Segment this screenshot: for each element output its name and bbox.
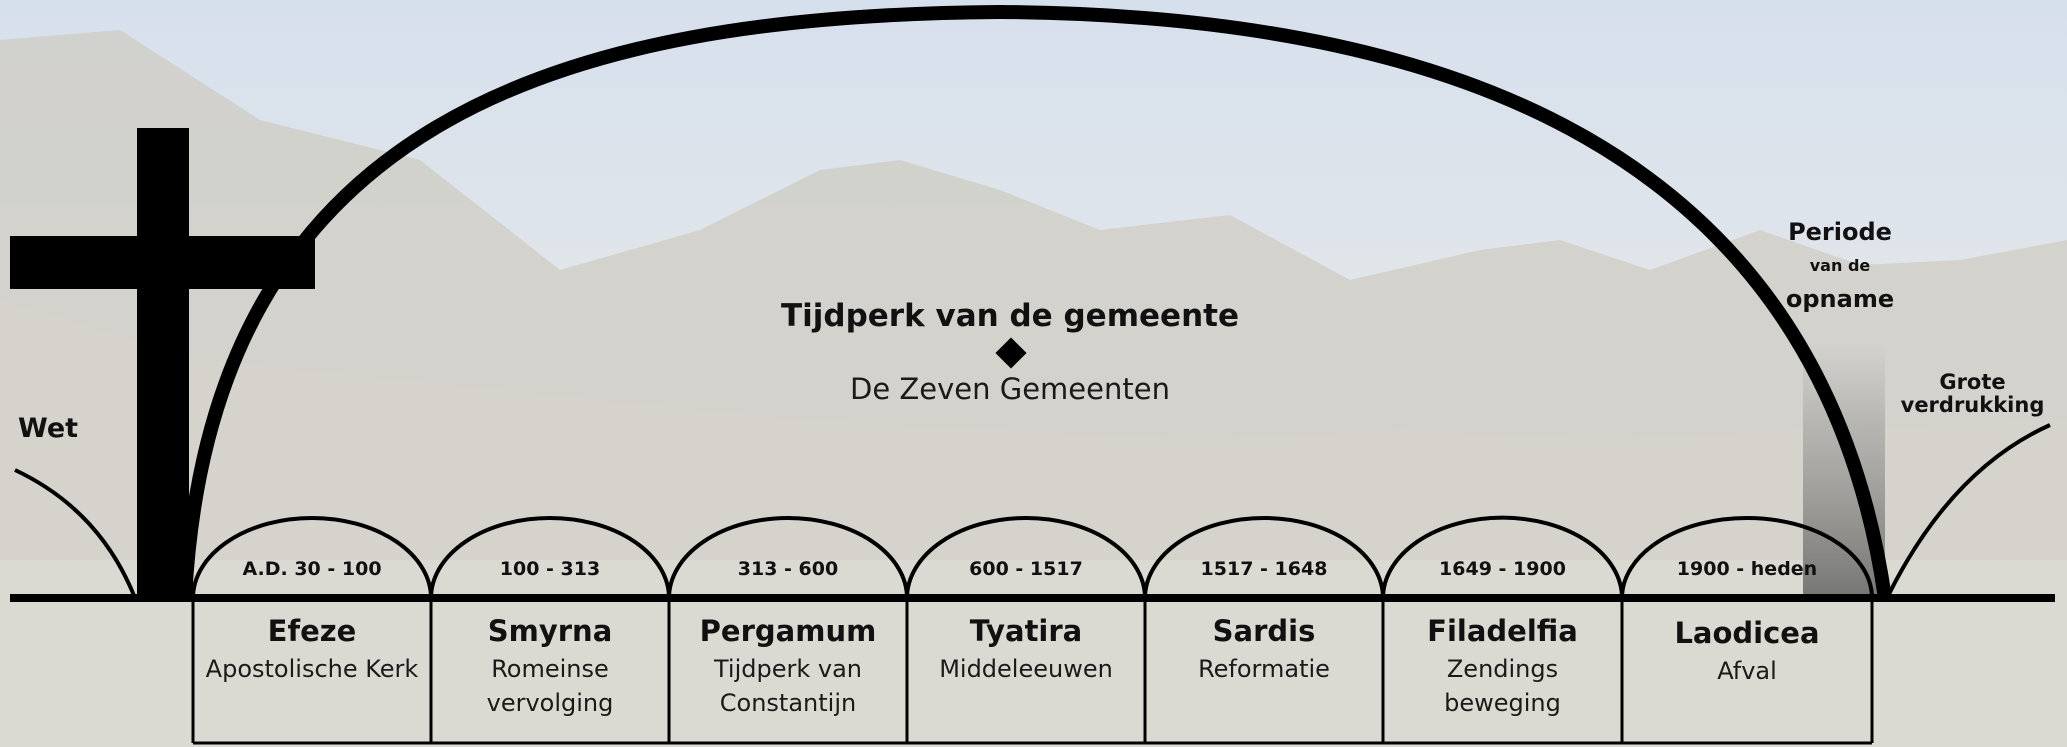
church-name: Pergamum: [699, 614, 877, 648]
period-date-sardis: 1517 - 1648: [1200, 558, 1328, 580]
tribulation-label-2: verdrukking: [1900, 393, 2045, 417]
period-arch: [667, 516, 909, 599]
diagram-title: Tijdperk van de gemeente: [781, 298, 1239, 334]
church-filadelfia: Filadelfia Zendings beweging: [1383, 600, 1622, 740]
church-name: Filadelfia: [1427, 614, 1578, 648]
period-date-filadelfia: 1649 - 1900: [1439, 558, 1566, 580]
law-arc: [14, 468, 137, 599]
period-arch: [1381, 515, 1624, 599]
church-desc: beweging: [1444, 689, 1561, 717]
law-label: Wet: [18, 413, 79, 444]
church-name: Smyrna: [487, 614, 613, 648]
period-date-efeze: A.D. 30 - 100: [242, 558, 382, 580]
period-date-laodicea: 1900 - heden: [1676, 558, 1818, 580]
diamond-icon: [995, 337, 1027, 369]
church-pergamum: Pergamum Tijdperk van Constantijn: [669, 600, 907, 740]
church-name: Laodicea: [1674, 616, 1820, 650]
church-name: Sardis: [1212, 614, 1316, 648]
period-arch: [191, 516, 433, 599]
church-efeze: Efeze Apostolische Kerk: [193, 600, 431, 740]
church-desc: Middeleeuwen: [939, 655, 1113, 683]
rapture-label-3: opname: [1785, 285, 1895, 313]
church-laodicea: Laodicea Afval: [1622, 600, 1872, 740]
church-desc: vervolging: [486, 689, 614, 717]
period-arch: [905, 516, 1147, 599]
church-tyatira: Tyatira Middeleeuwen: [907, 600, 1145, 740]
period-date-pergamum: 313 - 600: [737, 558, 839, 580]
church-desc: Romeinse: [491, 655, 609, 683]
tribulation-label-1: Grote: [1939, 370, 2006, 394]
tribulation-arc: [1885, 423, 2051, 599]
rapture-label-1: Periode: [1788, 218, 1892, 246]
church-desc: Zendings: [1446, 655, 1559, 683]
period-date-smyrna: 100 - 313: [499, 558, 601, 580]
church-desc: Afval: [1717, 657, 1777, 685]
church-smyrna: Smyrna Romeinse vervolging: [431, 600, 669, 740]
church-boxes: [191, 598, 1874, 745]
church-name: Efeze: [267, 614, 357, 648]
period-date-tyatira: 600 - 1517: [969, 558, 1083, 580]
diagram-subtitle: De Zeven Gemeenten: [850, 372, 1170, 406]
period-arches: [191, 515, 1874, 599]
church-desc: Apostolische Kerk: [205, 655, 419, 683]
period-arch: [429, 516, 671, 599]
rapture-label-2: van de: [1809, 256, 1871, 275]
church-name: Tyatira: [969, 614, 1083, 648]
church-desc: Tijdperk van: [713, 655, 862, 683]
church-sardis: Sardis Reformatie: [1145, 600, 1383, 740]
church-desc: Constantijn: [719, 689, 857, 717]
period-arch: [1143, 516, 1385, 599]
church-desc: Reformatie: [1198, 655, 1330, 683]
period-arch: [1620, 516, 1874, 599]
cross-icon: [10, 128, 315, 600]
